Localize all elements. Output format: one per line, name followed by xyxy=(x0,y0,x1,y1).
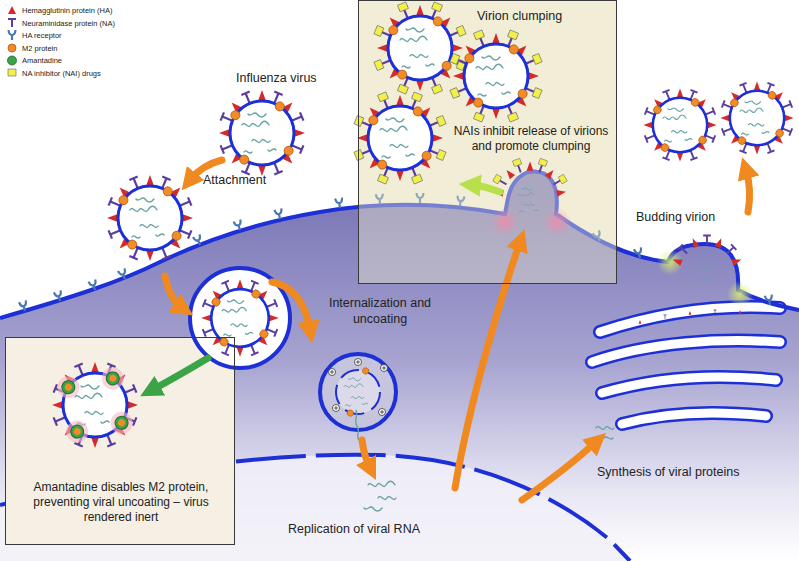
inset-box: Virion clumpingNAIs inhibit release of v… xyxy=(358,0,617,284)
legend-label: NA inhibitor (NAI) drugs xyxy=(22,69,101,78)
legend-label: Hemagglutinin protein (HA) xyxy=(22,6,112,15)
step-label: Synthesis of viral proteins xyxy=(597,465,739,481)
inset-box: Amantadine disables M2 protein, preventi… xyxy=(5,337,235,545)
legend-label: Amantadine xyxy=(22,56,62,65)
inset-note: Amantadine disables M2 protein, preventi… xyxy=(18,480,224,525)
inset-heading: Virion clumping xyxy=(477,9,562,25)
inset-note: NAIs inhibit release of virions and prom… xyxy=(449,124,613,154)
step-label: Attachment xyxy=(203,173,266,189)
step-label: Replication of viral RNA xyxy=(288,522,420,538)
step-label: Influenza virus xyxy=(236,71,317,87)
legend-label: HA receptor xyxy=(22,31,62,40)
step-label: Budding virion xyxy=(636,210,715,226)
step-label: Internalization and uncoating xyxy=(325,296,435,327)
legend-label: Neuraminidase protein (NA) xyxy=(22,19,115,28)
legend-label: M2 protein xyxy=(22,44,57,53)
